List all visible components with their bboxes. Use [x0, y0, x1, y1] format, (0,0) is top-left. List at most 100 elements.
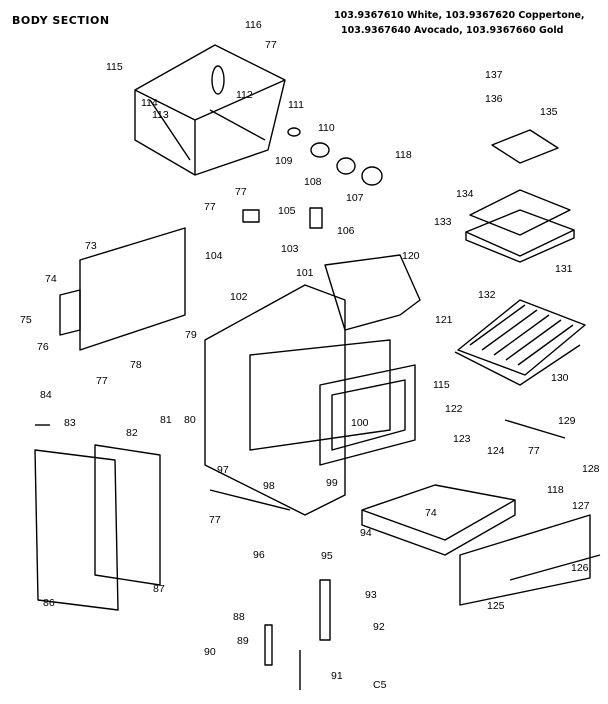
oven-frame	[319, 364, 416, 466]
callout-88: 88	[233, 611, 245, 623]
callout-101: 101	[296, 267, 314, 279]
page-code: C5	[373, 679, 387, 691]
callout-115: 115	[433, 379, 450, 391]
callout-102: 102	[230, 291, 248, 303]
part-96	[209, 489, 291, 511]
callout-92: 92	[373, 621, 385, 633]
callout-128: 128	[582, 463, 600, 475]
callout-94: 94	[360, 527, 372, 539]
part-110	[287, 127, 301, 137]
oven-door	[34, 449, 119, 611]
callout-83: 83	[64, 417, 76, 429]
callout-107: 107	[346, 192, 364, 204]
callout-120: 120	[402, 250, 420, 262]
callout-118: 118	[395, 149, 412, 161]
callout-77: 77	[209, 514, 221, 526]
callout-96: 96	[253, 549, 265, 561]
drawer-front	[459, 514, 591, 606]
oven-body	[204, 284, 346, 516]
callout-127: 127	[572, 500, 590, 512]
callout-131: 131	[555, 263, 573, 275]
callout-79: 79	[185, 329, 197, 341]
callout-82: 82	[126, 427, 138, 439]
callout-135: 135	[540, 106, 558, 118]
callout-115: 115	[106, 61, 123, 73]
callout-109: 109	[275, 155, 293, 167]
callout-123: 123	[453, 433, 471, 445]
callout-77: 77	[96, 375, 108, 387]
callout-104: 104	[205, 250, 223, 262]
callout-97: 97	[217, 464, 229, 476]
callout-77: 77	[528, 445, 540, 457]
callout-136: 136	[485, 93, 503, 105]
callout-106: 106	[337, 225, 355, 237]
callout-89: 89	[237, 635, 249, 647]
callout-103: 103	[281, 243, 299, 255]
callout-99: 99	[326, 477, 338, 489]
callout-116: 116	[245, 19, 262, 31]
part-106	[309, 207, 323, 229]
part-135	[491, 129, 559, 164]
part-130	[454, 344, 581, 386]
model-numbers-line-2: 103.9367640 Avocado, 103.9367660 Gold	[341, 25, 564, 36]
model-numbers-line-1: 103.9367610 White, 103.9367620 Copperton…	[334, 10, 585, 21]
callout-77: 77	[265, 39, 277, 51]
callout-95: 95	[321, 550, 333, 562]
callout-132: 132	[478, 289, 496, 301]
callout-74: 74	[425, 507, 437, 519]
callout-73: 73	[85, 240, 97, 252]
oven-rack	[457, 299, 586, 376]
broiler-grid	[469, 189, 571, 236]
part-108	[336, 157, 356, 175]
callout-80: 80	[184, 414, 196, 426]
top-body-box	[134, 44, 286, 176]
callout-98: 98	[263, 480, 275, 492]
callout-134: 134	[456, 188, 474, 200]
callout-74: 74	[45, 273, 57, 285]
part-88	[264, 624, 273, 666]
storage-drawer	[361, 484, 516, 541]
callout-75: 75	[20, 314, 32, 326]
part-93	[319, 579, 331, 641]
door-liner	[94, 444, 161, 586]
callout-78: 78	[130, 359, 142, 371]
callout-124: 124	[487, 445, 505, 457]
callout-100: 100	[351, 417, 369, 429]
callout-81: 81	[160, 414, 172, 426]
broiler-pan	[465, 209, 575, 257]
callout-labels: 1167711511211411311111010910810711813713…	[20, 19, 600, 682]
callout-91: 91	[331, 670, 343, 682]
part-105	[242, 209, 260, 223]
callout-114: 114	[141, 97, 158, 109]
part-126	[509, 554, 601, 581]
callout-126: 126	[571, 562, 589, 574]
callout-93: 93	[365, 589, 377, 601]
callout-121: 121	[435, 314, 453, 326]
part-107	[361, 166, 383, 186]
callout-77: 77	[204, 201, 216, 213]
part-129	[504, 419, 566, 439]
callout-137: 137	[485, 69, 503, 81]
callout-108: 108	[304, 176, 322, 188]
drawing-linework	[34, 44, 601, 690]
callout-77: 77	[235, 186, 247, 198]
callout-122: 122	[445, 403, 463, 415]
callout-110: 110	[318, 122, 335, 134]
callout-133: 133	[434, 216, 452, 228]
callout-90: 90	[204, 646, 216, 658]
callout-105: 105	[278, 205, 296, 217]
callout-118: 118	[547, 484, 564, 496]
callout-87: 87	[153, 583, 165, 595]
callout-112: 112	[236, 89, 253, 101]
part-109	[310, 142, 330, 158]
callout-84: 84	[40, 389, 52, 401]
callout-129: 129	[558, 415, 576, 427]
section-title: BODY SECTION	[12, 14, 110, 27]
callout-125: 125	[487, 600, 505, 612]
callout-130: 130	[551, 372, 569, 384]
callout-76: 76	[37, 341, 49, 353]
callout-111: 111	[288, 99, 304, 111]
callout-113: 113	[152, 109, 169, 121]
oven-liner	[249, 339, 391, 451]
